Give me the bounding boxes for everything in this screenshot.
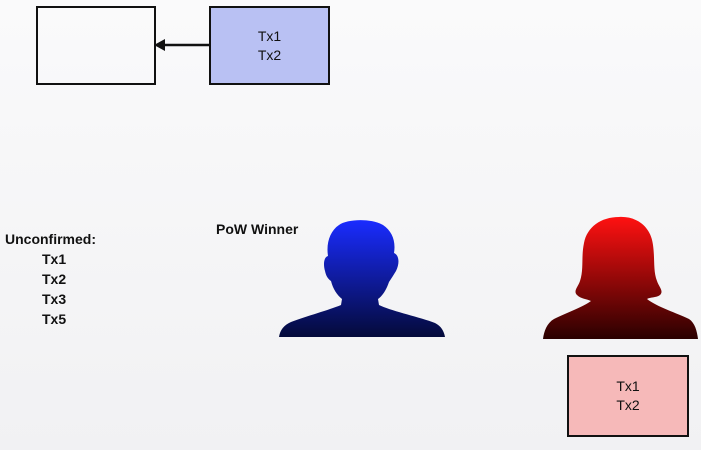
unconfirmed-tx-item: Tx1 [42, 251, 67, 267]
unconfirmed-tx-list: Tx1 Tx2 Tx3 Tx5 [5, 249, 96, 329]
unconfirmed-tx-item: Tx5 [42, 311, 67, 327]
blue-block-tx-2: Tx2 [257, 46, 282, 63]
unconfirmed-tx-item: Tx3 [42, 291, 67, 307]
blue-block-tx-1: Tx1 [257, 27, 282, 44]
pow-winner-label: PoW Winner [216, 221, 299, 237]
empty-block [36, 6, 156, 85]
arrow-left-icon [154, 39, 212, 51]
female-person-silhouette-icon [543, 216, 698, 339]
pink-block-tx-1: Tx1 [616, 378, 640, 394]
pink-block-tx-2: Tx2 [616, 397, 640, 413]
pink-block: Tx1 Tx2 [567, 355, 689, 437]
male-person-silhouette-icon [279, 220, 445, 337]
blue-block: Tx1 Tx2 [209, 6, 330, 85]
unconfirmed-title: Unconfirmed: [5, 231, 96, 247]
unconfirmed-tx-item: Tx2 [42, 271, 67, 287]
unconfirmed-list: Unconfirmed: Tx1 Tx2 Tx3 Tx5 [5, 229, 96, 329]
